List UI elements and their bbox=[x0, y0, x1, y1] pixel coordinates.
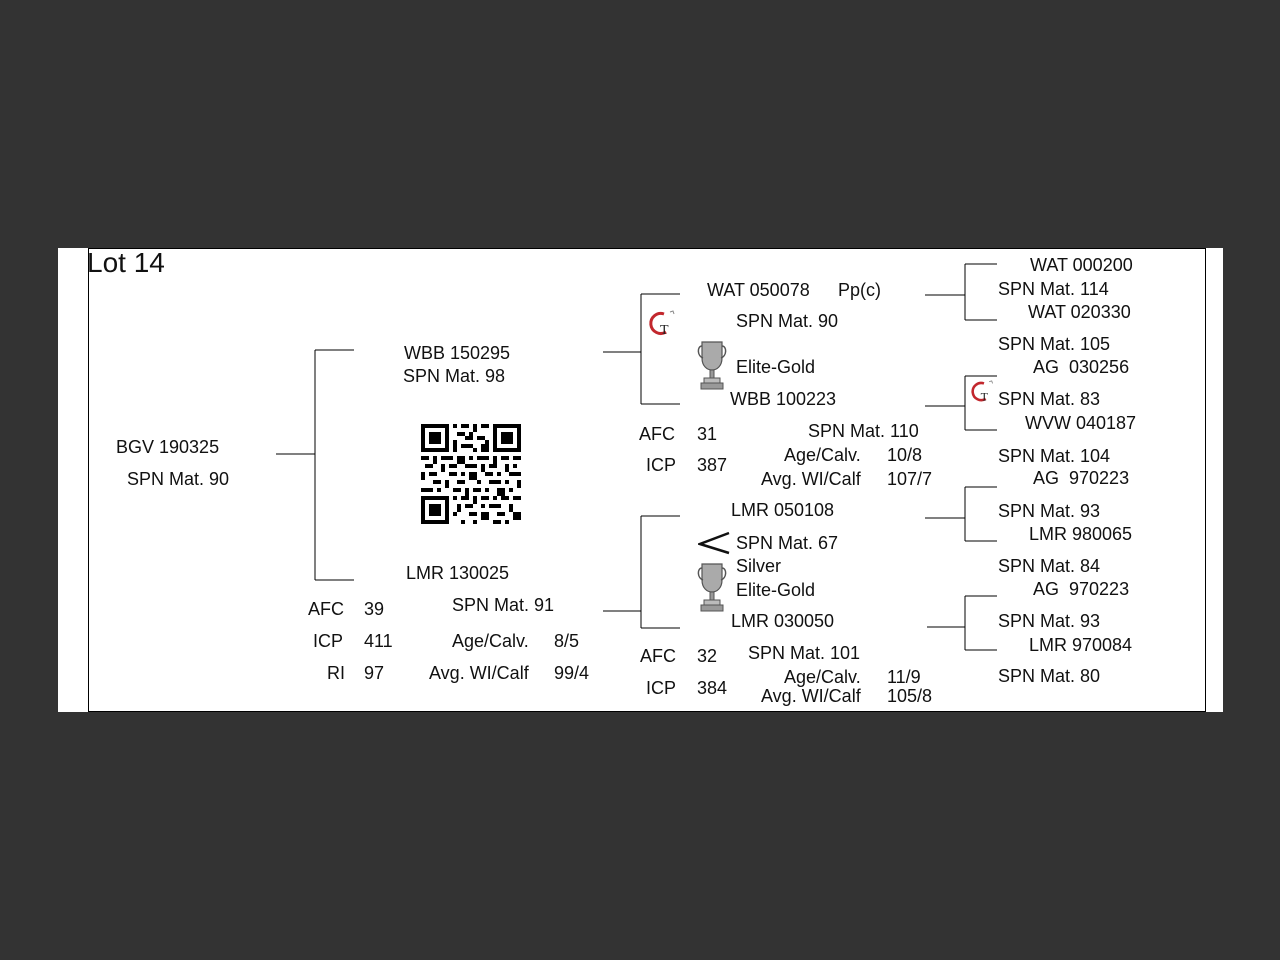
gen3-id: AG 970223 bbox=[1033, 579, 1130, 599]
dam-dam-id: LMR 030050 bbox=[731, 611, 835, 631]
sire-spn: SPN Mat. 98 bbox=[403, 366, 506, 386]
dam-sire-award-2: Elite-Gold bbox=[736, 580, 816, 600]
sire-afc-label: AFC bbox=[308, 599, 344, 619]
sire-sire-id: WAT 050078 bbox=[707, 280, 810, 300]
gen3-spn: SPN Mat. 114 bbox=[998, 279, 1109, 299]
dam-dam-afc-label: AFC bbox=[640, 646, 676, 666]
sire-sire-award: Elite-Gold bbox=[736, 357, 816, 377]
gen3-id: WAT 020330 bbox=[1028, 302, 1131, 322]
gen3-spn: SPN Mat. 104 bbox=[998, 446, 1111, 466]
dam-dam-icp-value: 384 bbox=[697, 678, 728, 698]
sire-dam-afc-label: AFC bbox=[639, 424, 675, 444]
gen3-id: WAT 000200 bbox=[1030, 255, 1133, 275]
sire-sire-tag: Pp(c) bbox=[838, 280, 882, 300]
sire-afc-value: 39 bbox=[364, 599, 385, 619]
qr-code-icon bbox=[421, 424, 521, 524]
sire-wi-label: Avg. WI/Calf bbox=[429, 663, 529, 683]
dam-dam-age-value: 11/9 bbox=[887, 667, 921, 687]
dam-dam-age-label: Age/Calv. bbox=[784, 667, 861, 687]
sire-dam-icp-label: ICP bbox=[646, 455, 677, 475]
dam-sire-award-1: Silver bbox=[736, 556, 782, 576]
gen3-id: LMR 970084 bbox=[1029, 635, 1133, 655]
svg-text:T: T bbox=[660, 323, 669, 338]
sire-icp-value: 411 bbox=[364, 631, 393, 651]
animal-id: BGV 190325 bbox=[116, 437, 220, 457]
gen3-id: LMR 980065 bbox=[1029, 524, 1133, 544]
sire-id: WBB 150295 bbox=[404, 343, 511, 363]
gen3-spn: SPN Mat. 84 bbox=[998, 556, 1101, 576]
dam-sire-spn: SPN Mat. 67 bbox=[736, 533, 839, 553]
gen3-id: AG 030256 bbox=[1033, 357, 1130, 377]
dam-dam-icp-label: ICP bbox=[646, 678, 677, 698]
gen3-spn: SPN Mat. 83 bbox=[998, 389, 1101, 409]
dam-id: LMR 130025 bbox=[406, 563, 510, 583]
gt-logo-icon: T bbox=[649, 310, 675, 338]
pedigree-sheet: Lot 14 BGV 190325 SPN Mat. 90 WBB 150295… bbox=[58, 248, 1223, 712]
sire-age-label: Age/Calv. bbox=[452, 631, 529, 651]
pedigree-lines bbox=[276, 263, 997, 651]
sire-ri-value: 97 bbox=[364, 663, 385, 683]
sire-sire-spn: SPN Mat. 90 bbox=[736, 311, 839, 331]
gen3-id: WVW 040187 bbox=[1025, 413, 1137, 433]
sire-dam-wi-label: Avg. WI/Calf bbox=[761, 469, 861, 489]
gen3-spn: SPN Mat. 105 bbox=[998, 334, 1111, 354]
lot-title: Lot 14 bbox=[87, 247, 165, 278]
dam-sire-id: LMR 050108 bbox=[731, 500, 835, 520]
sire-dam-afc-value: 31 bbox=[697, 424, 718, 444]
svg-text:T: T bbox=[981, 390, 989, 404]
sire-dam-icp-value: 387 bbox=[697, 455, 728, 475]
gen3-id: AG 970223 bbox=[1033, 468, 1130, 488]
animal-spn: SPN Mat. 90 bbox=[127, 469, 230, 489]
gen3-spn: SPN Mat. 80 bbox=[998, 666, 1101, 686]
sire-dam-id: WBB 100223 bbox=[730, 389, 837, 409]
gen3-spn: SPN Mat. 93 bbox=[998, 611, 1101, 631]
trophy-icon bbox=[697, 341, 727, 390]
sire-age-value: 8/5 bbox=[554, 631, 580, 651]
sire-dam-age-label: Age/Calv. bbox=[784, 445, 861, 465]
dam-dam-wi-label: Avg. WI/Calf bbox=[761, 686, 861, 706]
dam-dam-afc-value: 32 bbox=[697, 646, 718, 666]
less-than-icon bbox=[698, 531, 730, 555]
sire-wi-value: 99/4 bbox=[554, 663, 590, 683]
sire-ri-label: RI bbox=[327, 663, 345, 683]
dam-dam-spn: SPN Mat. 101 bbox=[748, 643, 861, 663]
dam-spn: SPN Mat. 91 bbox=[452, 595, 555, 615]
pedigree-frame bbox=[88, 248, 1206, 712]
dam-dam-wi-value: 105/8 bbox=[887, 686, 933, 706]
sire-dam-age-value: 10/8 bbox=[887, 445, 923, 465]
gen3-spn: SPN Mat. 93 bbox=[998, 501, 1101, 521]
sire-icp-label: ICP bbox=[313, 631, 344, 651]
trophy-icon bbox=[697, 563, 727, 612]
sire-dam-spn: SPN Mat. 110 bbox=[808, 421, 919, 441]
gt-logo-icon: T bbox=[971, 380, 993, 404]
sire-dam-wi-value: 107/7 bbox=[887, 469, 933, 489]
